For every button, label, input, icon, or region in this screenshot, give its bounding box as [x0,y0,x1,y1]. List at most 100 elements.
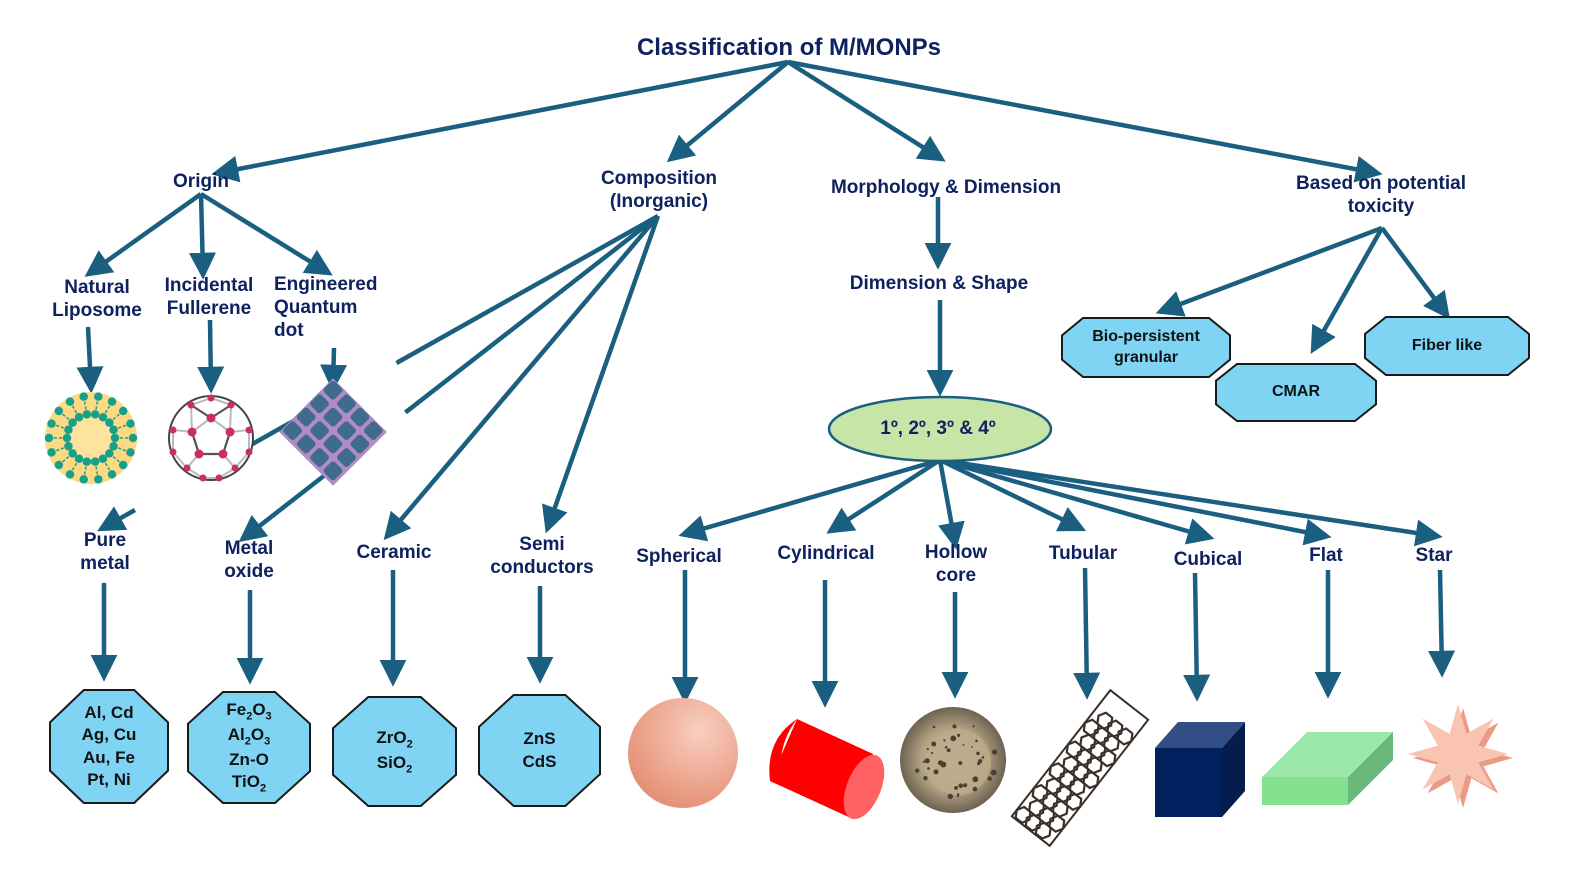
shape-tubular: Tubular [1048,543,1118,564]
pore-dot [915,768,920,773]
octagon-shape [49,689,169,804]
arrow-incidental-img [197,319,225,394]
lipid-head [118,406,128,416]
lipid-head [74,412,84,422]
liposome-icon [44,392,138,484]
lipid-head [47,419,56,428]
pore-dot [981,756,985,759]
shape-star: Star [1415,545,1453,566]
pore-dot [937,760,943,766]
pore-dot [956,794,960,798]
octagon-shape [1215,363,1377,422]
origin-natural-liposome: Natural Liposome [52,277,142,321]
arrow-comp-ceramic [383,214,660,541]
toxicity-fiber-like-label: Fiber like [1411,336,1483,354]
quantum-dot-tile [283,421,303,440]
pore-dot [972,786,978,792]
quantum-dot-icon [279,378,387,486]
quantum-dot-tile [337,394,356,414]
arrow-deg-tubular [939,457,1087,532]
pore-dot [944,746,948,749]
lipid-head [109,425,118,435]
arrow-tox-fiber [1380,226,1451,320]
arrow-comp-pure [97,214,660,532]
example-item: Zn-O [229,749,269,769]
example-item: TiO2 [231,771,267,795]
arrow-cubical-img [1183,572,1211,702]
quantum-dot-tile [350,434,370,454]
lipid-head [107,470,117,479]
origin-incidental-fullerene: Incidental Fullerene [164,275,254,319]
pore-dot [946,748,951,753]
arrow-deg-flat [939,457,1332,546]
octagon-shape [478,694,601,807]
hex-cell [1106,719,1124,738]
arrow-origin-natural [84,192,203,277]
pore-dot [957,793,960,796]
pore-dot [931,741,937,747]
shape-flat: Flat [1309,545,1343,566]
example-item: CdS [522,751,557,771]
degree-ellipse [827,395,1053,463]
octagon-shape [1061,317,1231,378]
pore-dot [989,778,992,781]
pore-dot [950,735,957,742]
pore-dot [962,744,965,746]
quantum-dot-tile [310,421,329,440]
lipid-head [54,460,64,470]
pore-dot [975,739,978,743]
lipid-head [65,470,75,479]
lipid-head [65,397,75,406]
pore-dot [972,725,975,728]
example-item: ZrO2 [376,727,413,751]
pore-dot [932,725,936,729]
lipid-head [82,410,92,419]
quantum-dot-tile [310,394,329,414]
lipid-head [79,475,88,484]
lipid-head [44,433,54,443]
toxicity-cmar-label: CMAR [1272,383,1320,401]
pore-dot [990,769,997,776]
arrow-origin-incidental [188,193,216,280]
example-item: Ag, Cu [81,725,137,745]
pore-dot [954,786,958,790]
pore-dot [943,739,946,742]
lipid-head [126,419,135,428]
morphology-degree: 1º, 2º, 3º & 4º [880,418,996,439]
arrow-comp-semi [542,215,661,534]
pore-dot [924,758,930,764]
diagram-title: Classification of M/MONPs [636,34,942,61]
toxicity-box-fiber-like: Fiber like [1364,316,1530,376]
arrow-title-toxicity [787,59,1383,183]
pore-dot [923,775,928,781]
lipid-head [79,392,88,401]
pore-dot [958,783,964,789]
hex-cell [1082,718,1100,737]
example-item: ZnS [523,729,556,749]
arrow-tubular-img [1073,567,1101,700]
pore-dot [922,760,925,763]
hex-cell [1065,740,1083,759]
quantum-dot-tile [337,421,356,440]
lipid-head [128,433,138,443]
arrow-star-img [1428,569,1456,678]
category-origin: Origin [173,171,229,192]
toxicity-box-bio-persistent: Bio-persistent granular [1061,317,1231,378]
quantum-dot-tile [296,434,316,454]
cylinder-icon [769,719,885,820]
lipid-head [74,454,84,464]
lipid-head [90,410,100,419]
lipid-head [47,448,56,457]
arrow-deg-cylindrical [826,458,942,534]
hex-cell [1116,727,1134,746]
lipid-head [54,406,64,416]
fullerene-icon [168,394,254,482]
hollow-core-icon [900,707,1006,813]
quantum-dot-tile [337,448,356,467]
octagon-shape [187,691,311,804]
